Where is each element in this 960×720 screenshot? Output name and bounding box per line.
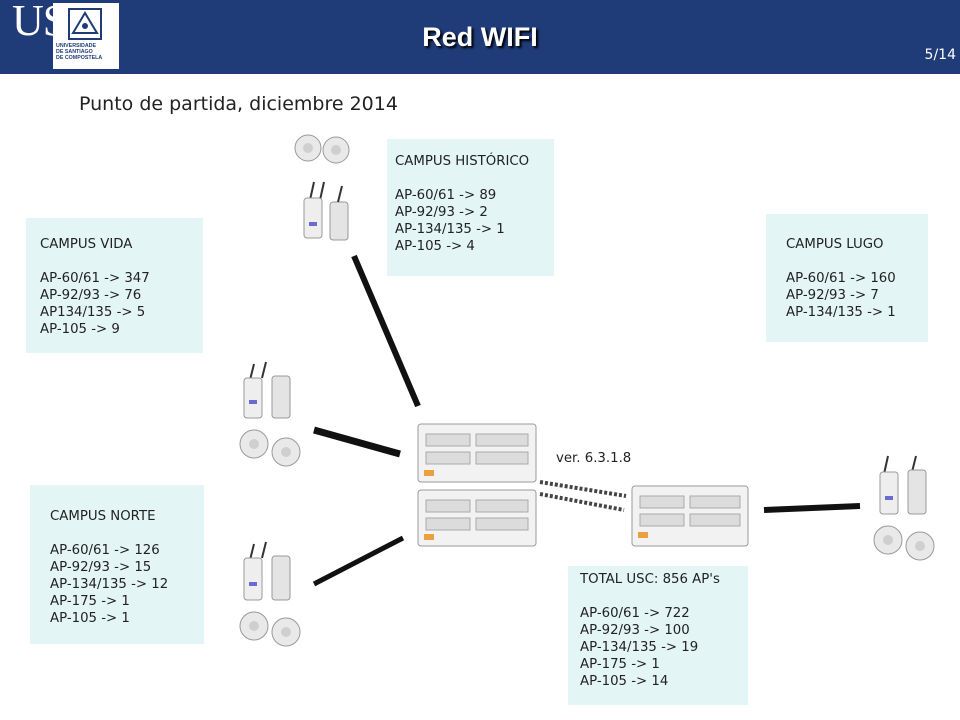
campus-norte-line: AP-134/135 -> 12: [50, 577, 169, 592]
campus-vida-box: CAMPUS VIDA AP-60/61 -> 347 AP-92/93 -> …: [26, 218, 203, 353]
access-point-antenna-icon: [879, 455, 927, 515]
link-vida: [313, 426, 401, 458]
link-historico: [351, 254, 421, 408]
seal-line-2: DE SANTIAGO: [56, 49, 93, 55]
campus-historico-line: AP-60/61 -> 89: [395, 188, 497, 203]
seal-line-1: UNIVERSIDADE: [56, 43, 97, 49]
campus-vida-line: AP-92/93 -> 76: [40, 288, 142, 303]
wlan-controller-icon: [417, 423, 537, 483]
access-point-round-icon: [873, 525, 935, 561]
usc-logo: USC UNIVERSIDADE DE SANTIAGO DE COMPOSTE…: [12, 0, 120, 70]
seal-text: UNIVERSIDADE DE SANTIAGO DE COMPOSTELA: [56, 43, 118, 61]
university-seal: UNIVERSIDADE DE SANTIAGO DE COMPOSTELA: [53, 3, 119, 69]
campus-lugo-box: CAMPUS LUGO AP-60/61 -> 160 AP-92/93 -> …: [766, 214, 928, 342]
campus-norte-line: AP-92/93 -> 15: [50, 560, 152, 575]
campus-norte-title: CAMPUS NORTE: [50, 509, 156, 524]
campus-historico-line: AP-134/135 -> 1: [395, 222, 505, 237]
wlan-controller-icon: [417, 489, 537, 547]
campus-historico-box: CAMPUS HISTÓRICO AP-60/61 -> 89 AP-92/93…: [387, 139, 554, 276]
campus-vida-title: CAMPUS VIDA: [40, 237, 133, 252]
link-norte: [312, 535, 405, 587]
access-point-antenna-icon: [303, 181, 349, 241]
wlan-controller-secondary: [631, 485, 749, 547]
access-point-cluster-lugo: [873, 455, 935, 561]
total-usc-line: AP-105 -> 14: [580, 674, 669, 689]
campus-vida-line: AP-60/61 -> 347: [40, 271, 150, 286]
campus-norte-line: AP-60/61 -> 126: [50, 543, 160, 558]
campus-historico-line: AP-92/93 -> 2: [395, 205, 488, 220]
controller-version-label: ver. 6.3.1.8: [556, 451, 632, 466]
slide-subtitle: Punto de partida, diciembre 2014: [79, 93, 398, 115]
total-usc-box: TOTAL USC: 856 AP's AP-60/61 -> 722 AP-9…: [568, 566, 748, 705]
access-point-cluster-vida: [239, 361, 301, 467]
campus-lugo-line: AP-60/61 -> 160: [786, 271, 896, 286]
campus-lugo-title: CAMPUS LUGO: [786, 237, 884, 252]
link-controller-a: [539, 480, 627, 498]
wlan-controller-pair: [417, 423, 537, 547]
campus-historico-line: AP-105 -> 4: [395, 239, 475, 254]
campus-lugo-line: AP-134/135 -> 1: [786, 305, 896, 320]
campus-lugo-line: AP-92/93 -> 7: [786, 288, 879, 303]
header-bar: USC UNIVERSIDADE DE SANTIAGO DE COMPOSTE…: [0, 0, 960, 74]
total-usc-line: AP-60/61 -> 722: [580, 606, 690, 621]
access-point-antenna-icon: [243, 541, 291, 601]
seal-line-3: DE COMPOSTELA: [56, 55, 103, 61]
seal-emblem-icon: [68, 8, 102, 40]
campus-historico-title: CAMPUS HISTÓRICO: [395, 154, 530, 169]
campus-vida-line: AP134/135 -> 5: [40, 305, 146, 320]
campus-norte-line: AP-105 -> 1: [50, 611, 130, 626]
access-point-round-icon: [239, 429, 301, 467]
total-usc-line: AP-92/93 -> 100: [580, 623, 690, 638]
link-lugo: [763, 503, 861, 513]
total-usc-title: TOTAL USC: 856 AP's: [580, 572, 720, 587]
access-point-round-icon: [239, 611, 301, 647]
campus-norte-box: CAMPUS NORTE AP-60/61 -> 126 AP-92/93 ->…: [30, 485, 204, 644]
access-point-cluster-norte: [239, 541, 301, 647]
access-point-cluster-historico: [294, 134, 350, 241]
page-number: 5/14: [924, 47, 956, 63]
access-point-antenna-icon: [243, 361, 291, 419]
total-usc-line: AP-134/135 -> 19: [580, 640, 699, 655]
access-point-round-icon: [294, 134, 350, 164]
wlan-controller-icon: [631, 485, 749, 547]
campus-vida-line: AP-105 -> 9: [40, 322, 120, 337]
total-usc-line: AP-175 -> 1: [580, 657, 660, 672]
campus-norte-line: AP-175 -> 1: [50, 594, 130, 609]
slide-title: Red WIFI: [422, 22, 538, 52]
link-controller-b: [539, 492, 625, 512]
